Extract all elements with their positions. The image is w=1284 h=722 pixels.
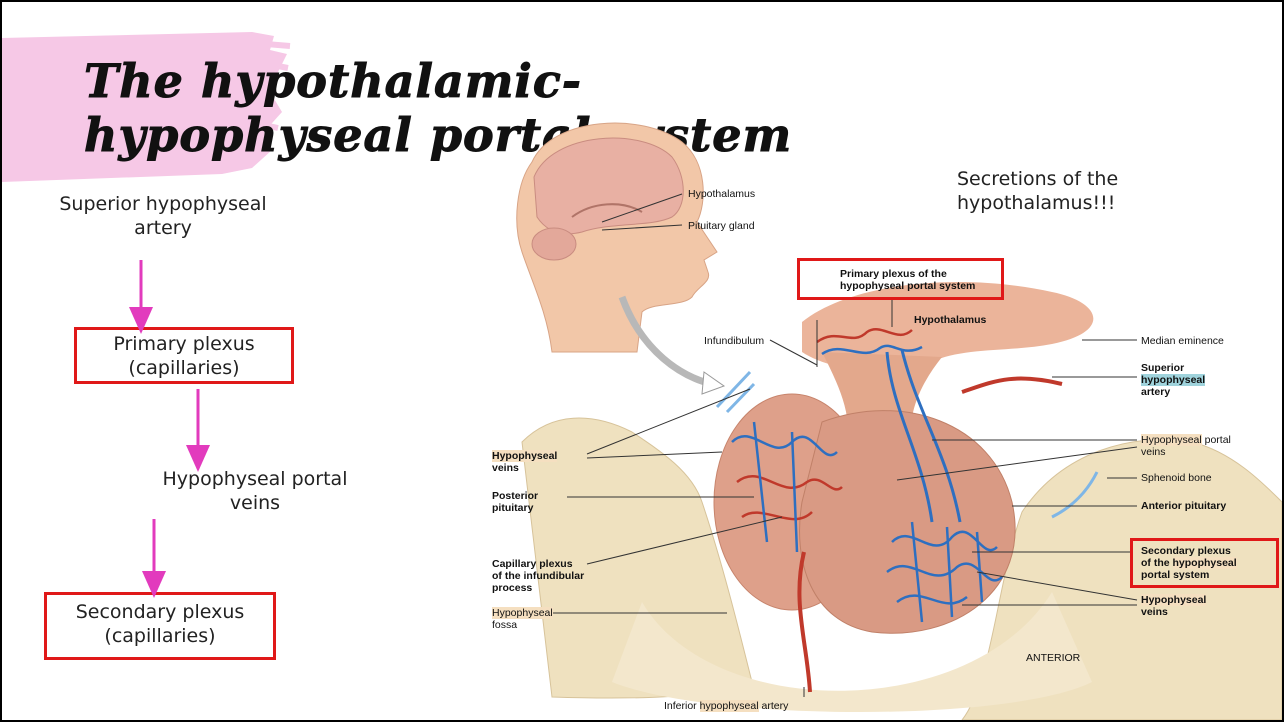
label-portal-veins-1: Hypophyseal portal — [1141, 434, 1231, 446]
label-secondary-plexus-4: portal system — [1141, 569, 1209, 581]
label-primary-plexus: Primary plexus of the hypophyseal portal… — [840, 268, 1000, 292]
label-superior-artery-3: artery — [1141, 386, 1170, 398]
label-hypophyseal-veins-right-1: Hypophyseal — [1141, 594, 1206, 606]
label-posterior-pituitary-1: Posterior — [492, 490, 538, 502]
label-hypophyseal-veins-right-2: veins — [1141, 606, 1168, 618]
label-inferior-artery: Inferior hypophyseal artery — [664, 700, 788, 712]
label-anterior-pituitary: Anterior pituitary — [1141, 500, 1226, 512]
cerebellum — [532, 228, 576, 260]
label-portal-veins-3: veins — [1141, 446, 1166, 458]
label-sphenoid-bone: Sphenoid bone — [1141, 472, 1212, 484]
label-hypophyseal-veins-left-1: Hypophyseal — [492, 450, 557, 462]
anatomy-figure: Hypothalamus Pituitary gland Primary ple… — [492, 122, 1282, 720]
label-capillary-plexus-1: Capillary plexus — [492, 558, 573, 570]
label-hypothalamus: Hypothalamus — [914, 314, 986, 326]
label-pituitary-gland: Pituitary gland — [688, 220, 755, 232]
pituitary-illustration — [492, 122, 1282, 720]
label-superior-artery-2: hypophyseal — [1141, 374, 1205, 386]
label-posterior-pituitary-2: pituitary — [492, 502, 533, 514]
label-hypophyseal-veins-left-2: veins — [492, 462, 519, 474]
label-superior-artery-1: Superior — [1141, 362, 1184, 374]
label-secondary-plexus-2: of the hypophyseal — [1141, 557, 1237, 569]
label-infundibulum: Infundibulum — [704, 335, 764, 347]
label-hypophyseal-fossa-1: Hypophyseal — [492, 607, 553, 619]
label-median-eminence: Median eminence — [1141, 335, 1224, 347]
label-secondary-plexus-1: Secondary plexus — [1141, 545, 1231, 557]
label-anterior: ANTERIOR — [1026, 652, 1080, 664]
label-hypothalamus-head: Hypothalamus — [688, 188, 755, 200]
label-hypophyseal-fossa-2: fossa — [492, 619, 517, 631]
label-capillary-plexus-2: of the infundibular — [492, 570, 584, 582]
label-capillary-plexus-3: process — [492, 582, 532, 594]
